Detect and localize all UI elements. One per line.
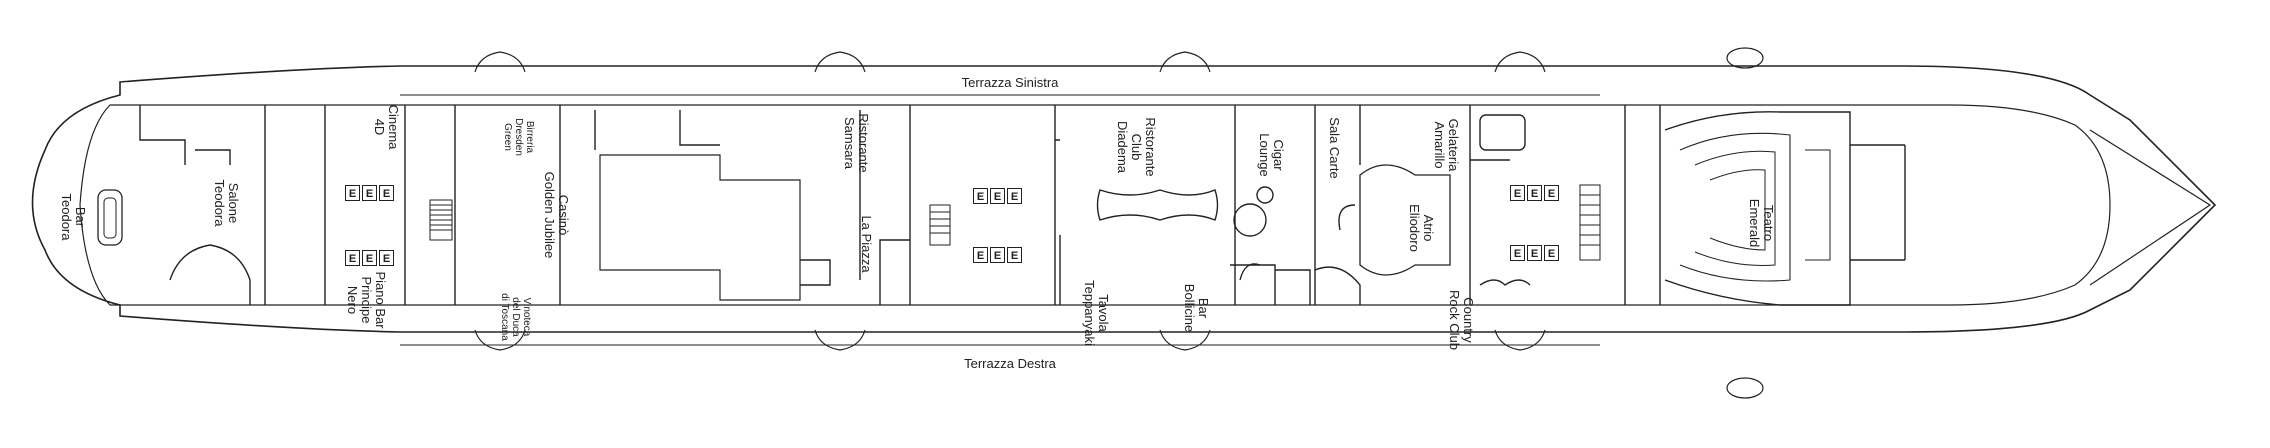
- elevator-icon: E: [1527, 245, 1542, 261]
- hull-outline: [31, 65, 2217, 333]
- elevator-icon: E: [990, 247, 1005, 263]
- venue-atrio-eliodoro: Atrio Eliodoro: [1407, 204, 1436, 252]
- bow-point: [2089, 129, 2212, 286]
- venue-sala-carte: Sala Carte: [1327, 117, 1342, 179]
- terrace-starboard-label: Terrazza Destra: [964, 356, 1056, 371]
- venue-ristorante-samsara: Ristorante Samsara: [842, 113, 871, 173]
- venue-salone-teodora: Salone Teodora: [212, 179, 241, 227]
- elevator-icon: E: [1544, 185, 1559, 201]
- venue-ristorante-club-diadema: Ristorante Club Diadema: [1115, 117, 1158, 177]
- venue-la-piazza: La Piazza: [859, 215, 874, 273]
- elevator-icon: E: [345, 250, 360, 266]
- elevator-icon: E: [990, 188, 1005, 204]
- lifeboat-pods-bottom: [474, 329, 1764, 399]
- elevator-icon: E: [362, 185, 377, 201]
- venue-gelateria-amarillo: Gelateria Amarillo: [1432, 118, 1461, 172]
- venue-cigar-lounge: Cigar Lounge: [1257, 133, 1286, 177]
- venue-casino: Casinò Golden Jubilee: [542, 171, 571, 259]
- venue-teatro-emerald: Teatro Emerald: [1747, 198, 1776, 248]
- venue-bar-bollicine: Bar Bollicine: [1182, 283, 1211, 333]
- elevator-icon: E: [1007, 188, 1022, 204]
- bar-teodora-counter: [97, 189, 123, 246]
- elevator-icon: E: [362, 250, 377, 266]
- elevator-icon: E: [1510, 245, 1525, 261]
- stair-blocks: [429, 184, 1601, 261]
- elevator-icon: E: [973, 247, 988, 263]
- elevator-icon: E: [379, 250, 394, 266]
- interior-walls: [139, 105, 1906, 306]
- venue-bar-teodora: Bar Teodora: [59, 193, 88, 241]
- terrace-port-label: Terrazza Sinistra: [961, 75, 1059, 90]
- venue-country-rock-club: Country Rock Club: [1447, 290, 1476, 350]
- elevator-icon: E: [1527, 185, 1542, 201]
- elevator-icon: E: [1510, 185, 1525, 201]
- elevator-icon: E: [379, 185, 394, 201]
- venue-cinema-4d: Cinema 4D: [372, 104, 401, 150]
- elevator-icon: E: [973, 188, 988, 204]
- inner-deck-line: [79, 104, 2111, 306]
- venue-birreria: Birreria Dresden Green: [502, 118, 535, 156]
- elevator-icon: E: [1544, 245, 1559, 261]
- venue-piano-bar: Piano Bar Principe Nero: [345, 271, 388, 329]
- elevator-icon: E: [345, 185, 360, 201]
- lifeboat-pods-top: [474, 47, 1764, 73]
- venue-tavola-teppanyaki: Tavola Teppanyaki: [1082, 280, 1111, 346]
- venue-vinoteca: Vinoteca del Duca di Toscana: [499, 293, 532, 341]
- elevator-icon: E: [1007, 247, 1022, 263]
